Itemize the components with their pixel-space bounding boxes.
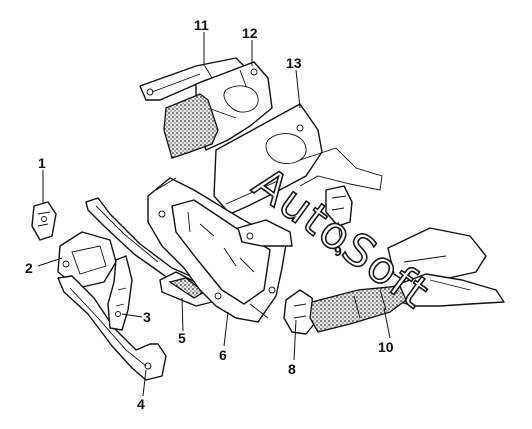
part-3-side-bracket xyxy=(107,255,133,331)
label-part-10: 10 xyxy=(378,339,394,355)
part-1-bracket xyxy=(31,201,57,241)
part-8-front-bracket xyxy=(283,289,315,335)
label-part-2: 2 xyxy=(25,260,33,276)
leader-lines xyxy=(37,32,391,397)
label-part-4: 4 xyxy=(137,396,145,412)
label-part-6: 6 xyxy=(219,347,227,363)
part-number-labels: 1 2 3 4 5 6 8 9 10 11 12 13 xyxy=(25,17,394,412)
label-part-1: 1 xyxy=(38,155,46,171)
label-part-12: 12 xyxy=(242,25,258,41)
part-10-side-rail xyxy=(309,227,505,333)
label-part-5: 5 xyxy=(178,330,186,346)
label-part-3: 3 xyxy=(143,309,151,325)
part-12-left-apron xyxy=(163,61,273,159)
label-part-9: 9 xyxy=(334,243,342,259)
part-2-headlamp-bracket xyxy=(57,231,117,289)
label-part-13: 13 xyxy=(286,55,302,71)
label-part-8: 8 xyxy=(288,361,296,377)
part-9-bracket xyxy=(237,185,353,247)
part-6-radiator-support xyxy=(147,177,287,323)
part-13-right-apron xyxy=(213,103,383,215)
label-part-11: 11 xyxy=(194,17,209,33)
